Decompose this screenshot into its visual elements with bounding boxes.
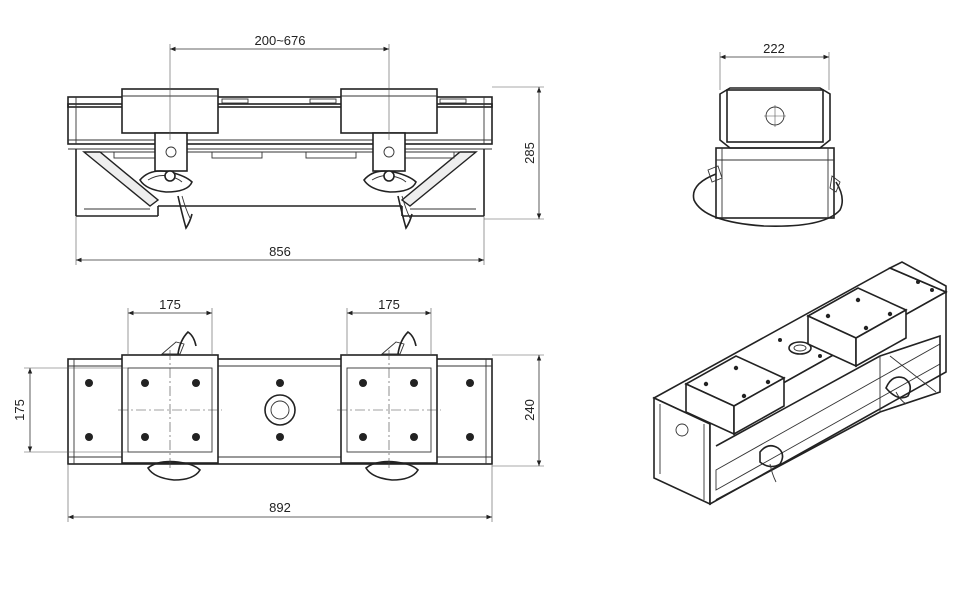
front-right-handle <box>363 170 417 193</box>
side-body <box>715 147 835 219</box>
top-view: 175 175 175 240 892 <box>12 297 544 522</box>
isometric-view <box>652 261 948 506</box>
front-left-brace <box>82 151 160 207</box>
front-view: 200~676 285 856 <box>67 33 544 265</box>
top-left-handle <box>146 460 202 481</box>
side-top-outline <box>719 87 831 149</box>
dim-side-width: 222 <box>763 41 785 56</box>
iso-left-pad-side <box>733 376 785 436</box>
dim-top-length: 892 <box>269 500 291 515</box>
front-body <box>67 103 493 145</box>
dim-front-height: 285 <box>522 142 537 164</box>
dim-top-right-pad: 175 <box>378 297 400 312</box>
front-right-brace <box>400 151 478 207</box>
dim-front-length: 856 <box>269 244 291 259</box>
dim-top-left-pad: 175 <box>159 297 181 312</box>
side-view: 222 <box>692 41 844 227</box>
iso-left-handle <box>759 444 784 468</box>
front-left-handle <box>139 170 193 193</box>
iso-right-handle <box>885 376 912 399</box>
dim-front-span: 200~676 <box>255 33 306 48</box>
top-center-hole <box>264 394 296 426</box>
front-left-lock-block <box>154 132 188 172</box>
dim-top-side-right: 240 <box>522 399 537 421</box>
dim-top-side-left: 175 <box>12 399 27 421</box>
top-frame <box>67 358 493 465</box>
iso-center-hole <box>788 341 812 355</box>
front-top-rail <box>67 96 493 108</box>
top-right-handle <box>364 460 420 481</box>
side-cable <box>692 173 844 227</box>
iso-right-pad-side <box>855 308 907 368</box>
